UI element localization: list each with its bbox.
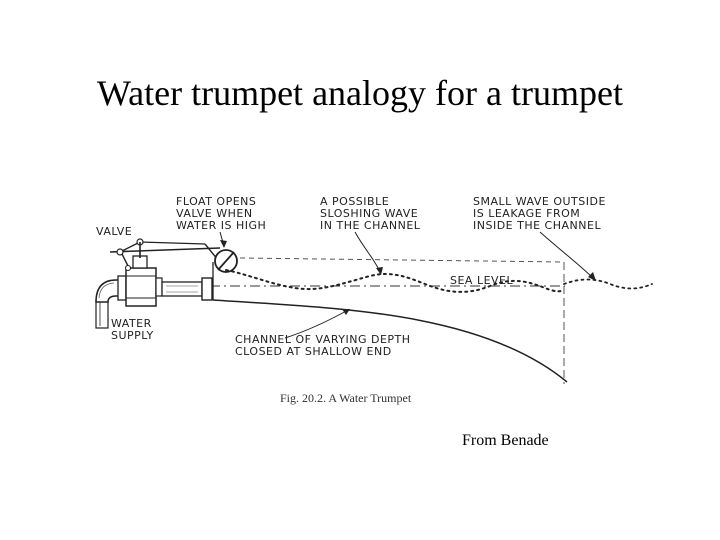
small-wave-label-line-1: SMALL WAVE OUTSIDE [473, 195, 606, 208]
small-wave-label: SMALL WAVE OUTSIDE IS LEAKAGE FROM INSID… [473, 195, 606, 232]
channel-top-line [239, 257, 565, 263]
water-supply-line-1: WATER [111, 317, 152, 330]
sloshing-wave [225, 269, 565, 293]
channel-label: CHANNEL OF VARYING DEPTH CLOSED AT SHALL… [235, 333, 411, 358]
arrow-heads [220, 240, 596, 315]
sloshing-label-line-1: A POSSIBLE [320, 195, 389, 208]
float-label-line-2: VALVE WHEN [176, 207, 253, 220]
sloshing-wave-label: A POSSIBLE SLOSHING WAVE IN THE CHANNEL [320, 195, 421, 232]
float-label: FLOAT OPENS VALVE WHEN WATER IS HIGH [176, 195, 266, 232]
sloshing-label-line-2: SLOSHING WAVE [320, 207, 418, 220]
water-supply-line-2: SUPPLY [111, 329, 154, 342]
small-wave-label-line-3: INSIDE THE CHANNEL [473, 219, 601, 232]
sea-level-label: SEA LEVEL [450, 274, 514, 287]
channel-bottom [212, 299, 568, 383]
valve-assembly [95, 238, 221, 329]
source-credit: From Benade [462, 432, 549, 449]
channel-label-line-2: CLOSED AT SHALLOW END [235, 345, 392, 358]
sloshing-label-line-3: IN THE CHANNEL [320, 219, 421, 232]
water-trumpet-figure: FLOAT OPENS VALVE WHEN WATER IS HIGH A P… [95, 195, 653, 405]
outside-wave [563, 278, 653, 290]
float-label-line-1: FLOAT OPENS [176, 195, 256, 208]
water-supply-label: WATER SUPPLY [111, 317, 154, 342]
float-label-line-3: WATER IS HIGH [176, 219, 266, 232]
valve-label: VALVE [96, 225, 132, 238]
small-wave-label-line-2: IS LEAKAGE FROM [473, 207, 580, 220]
channel-label-line-1: CHANNEL OF VARYING DEPTH [235, 333, 411, 346]
figure-caption: Fig. 20.2. A Water Trumpet [280, 391, 412, 405]
float [212, 249, 238, 300]
slide-title: Water trumpet analogy for a trumpet [97, 73, 623, 113]
supply-pipe [161, 277, 213, 301]
